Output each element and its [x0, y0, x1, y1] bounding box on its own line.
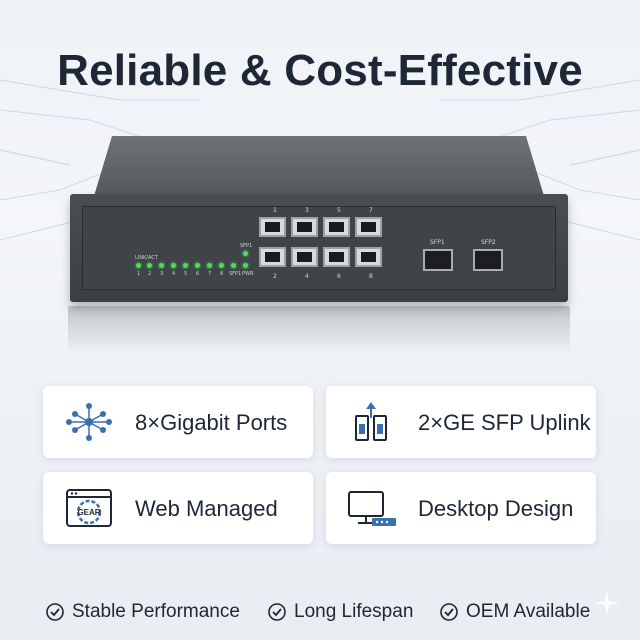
rj45-port-8[interactable]: [355, 247, 382, 267]
sparkle-icon: [594, 590, 620, 616]
switch-reflection: [68, 306, 570, 354]
switch-front-panel: LINK/ACT SFP1 1 2 3 4 5 6 7 8: [70, 194, 568, 302]
led-num-7: 7: [208, 271, 212, 277]
feature-card-desktop-design: Desktop Design: [326, 472, 596, 544]
web-gear-icon: GEAR: [66, 489, 112, 527]
rj45-port-1[interactable]: [259, 217, 286, 237]
sfp-port-2[interactable]: [473, 249, 503, 271]
feature-label: 2×GE SFP Uplink: [418, 410, 591, 435]
port-num-6: 6: [337, 273, 341, 280]
led-num-6: 6: [196, 271, 200, 277]
check-circle-icon: [46, 603, 64, 621]
led-num-1: 1: [137, 271, 141, 277]
network-switch: LINK/ACT SFP1 1 2 3 4 5 6 7 8: [68, 136, 570, 306]
led-sfp1: [231, 263, 236, 268]
sfp1-led-label: SFP1: [240, 243, 253, 249]
rj45-port-5[interactable]: [323, 217, 350, 237]
rj45-port-6[interactable]: [323, 247, 350, 267]
port-num-1: 1: [273, 207, 277, 214]
feature-label: 8×Gigabit Ports: [135, 410, 288, 435]
led-num-2: 2: [148, 271, 152, 277]
led-num-4: 4: [172, 271, 176, 277]
led-2: [147, 263, 152, 268]
switch-top-cover: [94, 136, 544, 196]
sfp-port-1[interactable]: [423, 249, 453, 271]
led-num-pwr: PWR: [242, 271, 254, 277]
port-num-3: 3: [305, 207, 309, 214]
led-6: [195, 263, 200, 268]
highlight-label: OEM Available: [466, 601, 591, 622]
led-num-sfp1: SFP1: [229, 271, 242, 277]
highlight-stable-performance: Stable Performance: [46, 600, 240, 624]
led-8: [219, 263, 224, 268]
sfp-module-icon: [355, 402, 387, 441]
port-num-7: 7: [369, 207, 373, 214]
led-sfp1-top: [243, 251, 248, 256]
led-4: [171, 263, 176, 268]
network-hub-icon: [66, 403, 112, 441]
port-num-5: 5: [337, 207, 341, 214]
port-panel: LINK/ACT SFP1 1 2 3 4 5 6 7 8: [82, 206, 556, 290]
led-1: [136, 263, 141, 268]
check-circle-icon: [440, 603, 458, 621]
feature-label: Web Managed: [135, 496, 278, 521]
port-num-2: 2: [273, 273, 277, 280]
led-3: [159, 263, 164, 268]
led-5: [183, 263, 188, 268]
port-num-8: 8: [369, 273, 373, 280]
led-7: [207, 263, 212, 268]
led-num-5: 5: [184, 271, 188, 277]
led-num-8: 8: [220, 271, 224, 277]
feature-card-gigabit-ports: 8×Gigabit Ports: [43, 386, 313, 458]
highlight-long-lifespan: Long Lifespan: [268, 600, 413, 624]
highlight-label: Long Lifespan: [294, 601, 414, 622]
feature-label: Desktop Design: [418, 496, 574, 521]
background-lines: [0, 79, 640, 241]
headline: Reliable & Cost-Effective: [57, 46, 583, 95]
highlight-oem-available: OEM Available: [440, 600, 590, 624]
led-pwr: [243, 263, 248, 268]
gear-icon-text: GEAR: [77, 508, 100, 517]
desktop-monitor-icon: [348, 491, 396, 526]
rj45-port-7[interactable]: [355, 217, 382, 237]
rj45-port-2[interactable]: [259, 247, 286, 267]
feature-card-web-managed: GEAR Web Managed: [43, 472, 313, 544]
sfp1-label: SFP1: [430, 239, 445, 246]
highlight-label: Stable Performance: [72, 601, 240, 622]
led-num-3: 3: [160, 271, 164, 277]
led-header: LINK/ACT: [135, 255, 158, 261]
check-circle-icon: [268, 603, 286, 621]
bottom-highlights: Stable Performance Long Lifespan OEM Ava…: [0, 588, 640, 632]
feature-card-sfp-uplink: 2×GE SFP Uplink: [326, 386, 596, 458]
port-num-4: 4: [305, 273, 309, 280]
rj45-port-4[interactable]: [291, 247, 318, 267]
sfp2-label: SFP2: [481, 239, 496, 246]
rj45-port-3[interactable]: [291, 217, 318, 237]
